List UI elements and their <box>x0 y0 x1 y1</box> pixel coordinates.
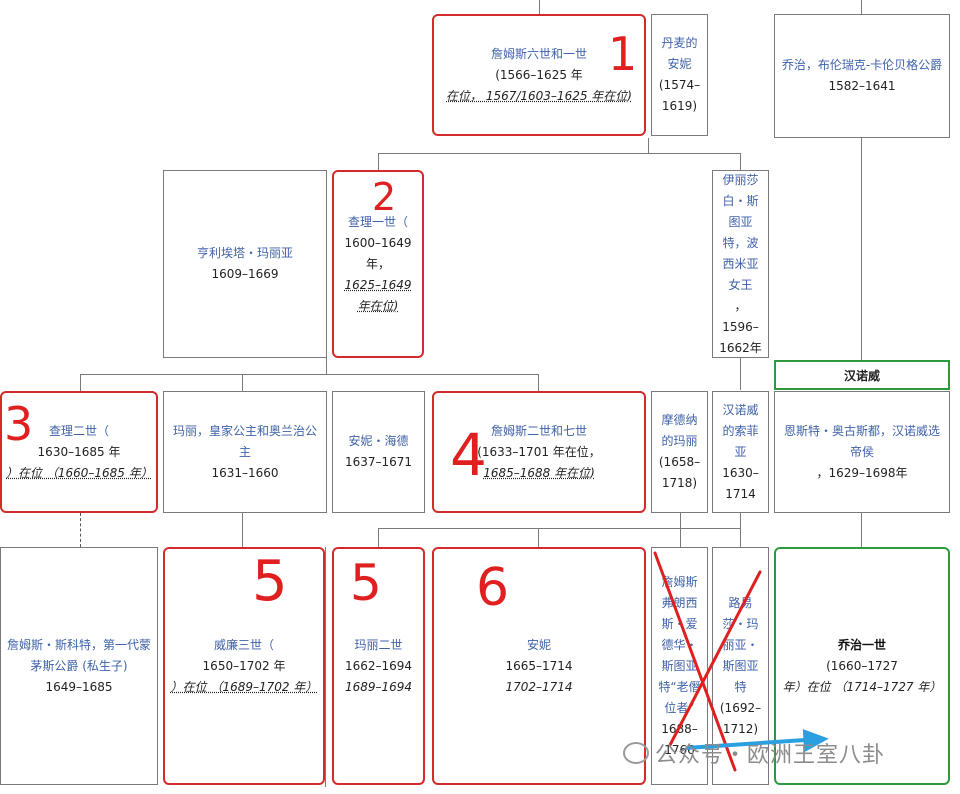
person-georg-brunswick[interactable]: 乔治，布伦瑞克-卡伦贝格公爵 1582–1641 <box>774 14 950 138</box>
person-name: 汉诺威的索菲亚 <box>722 402 759 459</box>
person-queen-anne[interactable]: 安妮 1665–1714 1702–1714 <box>432 547 646 785</box>
person-james-ii-vii[interactable]: 詹姆斯二世和七世 (1633–1701 年在位， 1685–1688 年在位) <box>432 391 646 513</box>
connector <box>538 374 539 391</box>
person-reign: 1689–1694 <box>344 679 413 694</box>
person-mary-princess-royal[interactable]: 玛丽，皇家公主和奥兰治公主 1631–1660 <box>163 391 327 513</box>
connector <box>80 374 81 391</box>
person-years: (1566–1625 年 <box>495 67 583 82</box>
connector <box>861 513 862 547</box>
connector <box>740 153 741 171</box>
person-ernest-augustus[interactable]: 恩斯特・奥古斯都，汉诺威选帝侯 ，1629–1698年 <box>774 391 950 513</box>
connector <box>740 358 741 390</box>
person-years: (1658–1718) <box>658 455 701 490</box>
person-elizabeth-stuart[interactable]: 伊丽莎白・斯图亚特，波西米亚女王 ，1596–1662年 <box>712 170 769 358</box>
connector <box>80 513 81 547</box>
connector <box>378 153 379 171</box>
connector <box>80 374 538 375</box>
person-henrietta-maria[interactable]: 亨利埃塔・玛丽亚 1609–1669 <box>163 170 327 358</box>
person-reign: ）在位 （1689–1702 年） <box>170 679 318 694</box>
person-name: 亨利埃塔・玛丽亚 <box>196 246 293 260</box>
person-name: 查理二世（ <box>48 423 109 438</box>
connector <box>680 513 681 547</box>
person-name: 詹姆斯二世和七世 <box>490 423 587 438</box>
person-name: 丹麦的安妮 <box>661 36 698 71</box>
person-anne-of-denmark[interactable]: 丹麦的安妮 (1574–1619) <box>651 14 708 136</box>
person-reign: 年）在位 （1714–1727 年） <box>782 679 942 694</box>
person-james-scott-monmouth[interactable]: 詹姆斯・斯科特，第一代蒙茅斯公爵 (私生子) 1649–1685 <box>0 547 158 785</box>
connector <box>325 547 326 787</box>
person-years: 1631–1660 <box>211 465 279 480</box>
connector <box>861 0 862 14</box>
connector <box>242 374 243 391</box>
person-years: 1582–1641 <box>828 79 896 93</box>
person-reign: 1685–1688 年在位) <box>483 465 595 480</box>
person-years: 1637–1671 <box>344 455 413 469</box>
person-name: 安妮・海德 <box>348 434 409 448</box>
connector <box>539 0 540 14</box>
person-years: 1649–1685 <box>45 679 113 694</box>
watermark-text: 公众号・欧洲王室八卦 <box>655 743 886 768</box>
person-reign: 在位， 1567/1603–1625 年在位) <box>446 88 632 103</box>
person-years: (1660–1727 <box>826 658 898 673</box>
person-years: (1574–1619) <box>658 78 701 113</box>
person-name: 乔治，布伦瑞克-卡伦贝格公爵 <box>781 58 943 72</box>
person-years: ，1596–1662年 <box>719 298 762 355</box>
person-sophia-of-hanover[interactable]: 汉诺威的索菲亚 1630–1714 <box>712 391 769 513</box>
wechat-icon <box>623 742 649 764</box>
person-years: (1692–1712) <box>719 700 762 736</box>
person-reign: ）在位 （1660–1685 年） <box>6 465 153 480</box>
person-reign: 1625–1649 年在位) <box>344 277 412 313</box>
person-charles-i[interactable]: 查理一世（ 1600–1649 年， 1625–1649 年在位) <box>332 170 424 358</box>
person-mary-of-modena[interactable]: 摩德纳的玛丽 (1658–1718) <box>651 391 708 513</box>
connector <box>242 513 243 547</box>
person-name: 安妮 <box>526 637 551 652</box>
connector <box>378 153 740 154</box>
person-name: 乔治一世 <box>837 637 886 652</box>
person-name: 威廉三世（ <box>213 637 274 652</box>
connector <box>648 138 649 154</box>
person-mary-ii[interactable]: 玛丽二世 1662–1694 1689–1694 <box>332 547 425 785</box>
hanover-header: 汉诺威 <box>774 360 950 390</box>
person-years: 1650–1702 年 <box>202 658 286 673</box>
connector <box>378 528 740 529</box>
person-name: 玛丽，皇家公主和奥兰治公主 <box>172 423 317 459</box>
person-years: 1630–1685 年 <box>37 444 121 459</box>
person-name: 摩德纳的玛丽 <box>661 413 698 448</box>
connector <box>861 138 862 360</box>
person-years: 1609–1669 <box>211 267 279 281</box>
person-name: 查理一世（ <box>347 214 408 229</box>
person-years: 1665–1714 <box>505 658 573 673</box>
person-name: 詹姆斯弗朗西斯・爱德华・斯图亚特“老僭位者” <box>658 574 701 715</box>
person-name: 伊丽莎白・斯图亚特，波西米亚女王 <box>722 172 759 292</box>
person-charles-ii[interactable]: 查理二世（ 1630–1685 年 ）在位 （1660–1685 年） <box>0 391 158 513</box>
person-years: 1630–1714 <box>722 465 759 501</box>
person-name: 玛丽二世 <box>354 637 403 652</box>
person-william-iii[interactable]: 威廉三世（ 1650–1702 年 ）在位 （1689–1702 年） <box>163 547 325 785</box>
person-years: ，1629–1698年 <box>816 465 908 480</box>
connector <box>740 513 741 547</box>
person-name: 詹姆斯・斯科特，第一代蒙茅斯公爵 (私生子) <box>6 637 151 673</box>
person-years: (1633–1701 年在位， <box>477 444 601 459</box>
person-years: 1662–1694 <box>344 658 413 673</box>
connector <box>326 358 327 374</box>
person-name: 恩斯特・奥古斯都，汉诺威选帝侯 <box>783 423 940 459</box>
person-james-vi-i[interactable]: 詹姆斯六世和一世 (1566–1625 年 在位， 1567/1603–1625… <box>432 14 646 136</box>
watermark: 公众号・欧洲王室八卦 <box>623 737 885 769</box>
person-anne-hyde[interactable]: 安妮・海德 1637–1671 <box>332 391 425 513</box>
person-reign: 1702–1714 <box>505 679 573 694</box>
person-years: 1600–1649 年， <box>344 235 412 271</box>
connector <box>378 528 379 547</box>
person-name: 路易莎・玛丽亚・斯图亚特 <box>722 595 759 694</box>
connector <box>538 528 539 547</box>
person-name: 詹姆斯六世和一世 <box>490 46 587 61</box>
